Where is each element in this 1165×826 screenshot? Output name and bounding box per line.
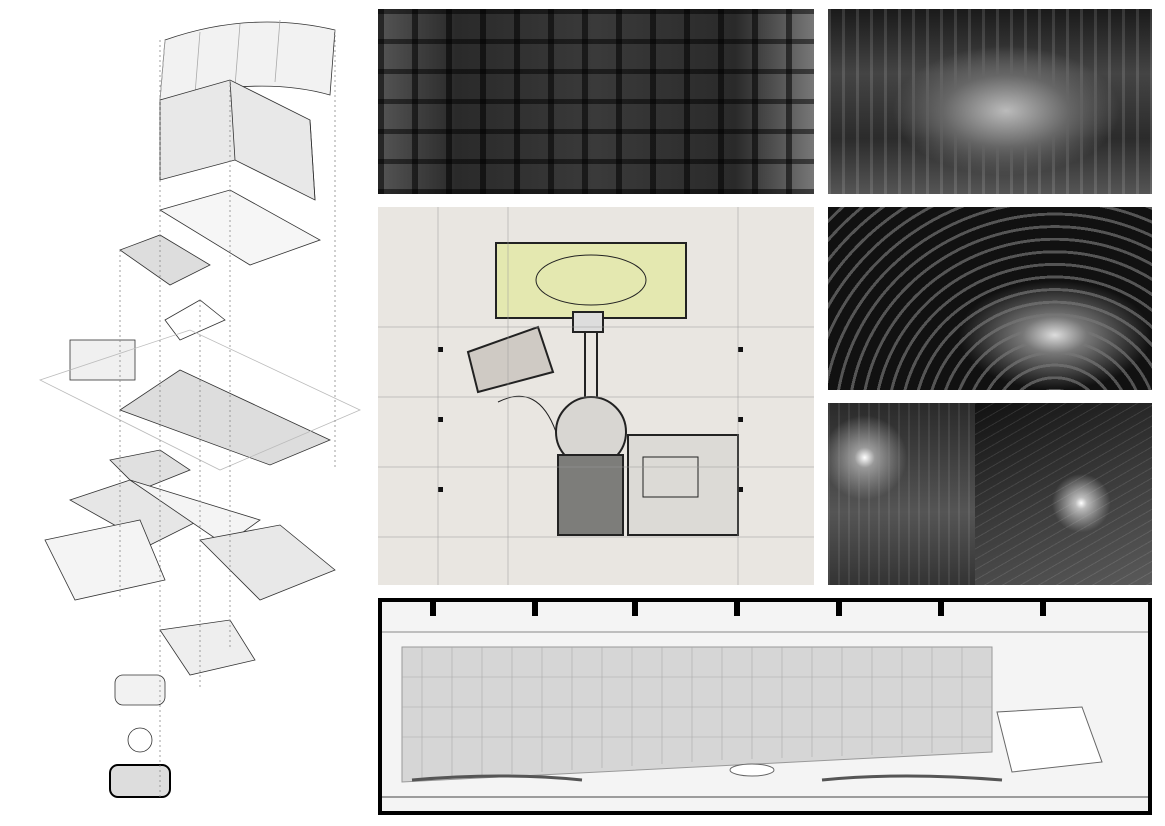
site-plan-sketch xyxy=(378,207,814,585)
main-floor-layer xyxy=(38,329,361,546)
scaffold-corridor-photo xyxy=(828,403,975,585)
fountain xyxy=(729,763,775,777)
roof-beams xyxy=(430,602,1046,616)
ceiling-installation-photo xyxy=(828,9,1152,194)
plan-upper-hall xyxy=(495,242,687,319)
arched-vault-photo xyxy=(828,207,1152,390)
structure-interior-photo xyxy=(378,9,814,194)
roof-layer xyxy=(159,19,336,101)
exploded-axonometric-drawing xyxy=(0,0,370,826)
lower-level-layer xyxy=(44,519,336,676)
fountain-layer xyxy=(109,674,171,798)
facade-wall-layer xyxy=(159,79,316,201)
upper-floor-layer xyxy=(69,189,321,381)
welding-worker-photo xyxy=(975,403,1152,585)
plan-hatched-block xyxy=(557,454,624,536)
long-section-drawing xyxy=(378,598,1152,815)
stair xyxy=(996,706,1103,773)
projection-lines xyxy=(119,30,336,800)
wall-grid xyxy=(401,646,993,783)
